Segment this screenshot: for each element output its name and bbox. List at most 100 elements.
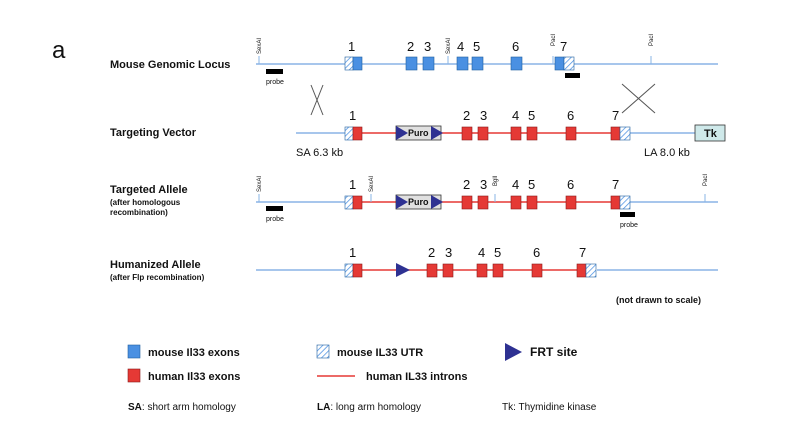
exon-number: 3	[480, 177, 487, 192]
human-exon-box	[352, 263, 363, 278]
exon-number: 3	[424, 39, 431, 54]
panel-letter: a	[52, 37, 66, 64]
crossover-line	[310, 84, 324, 116]
frt-site-icon	[396, 263, 410, 277]
human-exon-box	[526, 195, 538, 210]
exon-number: 2	[463, 177, 470, 192]
exon-number: 1	[349, 177, 356, 192]
humanized-subtitle: (after Flp recombination)	[110, 273, 205, 282]
exon-number: 7	[579, 245, 586, 260]
legend-mouse-exons: mouse Il33 exons	[148, 347, 240, 359]
exon-number: 5	[494, 245, 501, 260]
probe-bar	[620, 212, 635, 217]
frt-site-icon	[431, 195, 443, 209]
utr-box	[344, 56, 354, 71]
utr-box	[619, 126, 631, 141]
utr-box	[344, 263, 354, 278]
exon-number: 4	[478, 245, 485, 260]
legend-frt: FRT site	[530, 345, 578, 359]
exon-number: 3	[480, 108, 487, 123]
exon-number: 6	[533, 245, 540, 260]
targeted-subtitle-2: recombination)	[110, 208, 168, 217]
exon-number: 7	[612, 108, 619, 123]
utr-box	[344, 195, 354, 210]
frt-site-icon	[396, 195, 408, 209]
mouse-exon-box	[510, 56, 523, 71]
utr-box	[619, 195, 631, 210]
human-exon-box	[610, 126, 621, 141]
probe-label: probe	[266, 79, 284, 86]
site-paci-2: PacI	[649, 34, 655, 46]
legend-mouse-utr: mouse IL33 UTR	[337, 347, 423, 359]
human-exon-box	[461, 126, 473, 141]
tk-label: Tk	[704, 128, 718, 140]
legend-frt-icon	[505, 343, 522, 361]
legend-human-introns: human IL33 introns	[366, 371, 467, 383]
mouse-exon-box	[554, 56, 565, 71]
frt-site-icon	[396, 126, 408, 140]
exon-number: 2	[463, 108, 470, 123]
crossover-line	[621, 83, 656, 114]
legend-human-exon-swatch	[127, 368, 141, 383]
human-exon-box	[531, 263, 543, 278]
exon-number: 2	[428, 245, 435, 260]
probe-bar	[266, 206, 283, 211]
puro-label: Puro	[408, 128, 429, 138]
vector-title: Targeting Vector	[110, 127, 197, 139]
exon-number: 1	[348, 39, 355, 54]
exon-number: 2	[407, 39, 414, 54]
exon-number: 5	[528, 177, 535, 192]
legend-human-exons: human Il33 exons	[148, 371, 240, 383]
puro-label: Puro	[408, 197, 429, 207]
legend-utr-swatch	[316, 344, 330, 359]
tk-cassette	[694, 124, 726, 142]
probe-label: probe	[266, 216, 284, 223]
exon-number: 5	[528, 108, 535, 123]
mouse-exon-box	[471, 56, 484, 71]
utr-box	[585, 263, 597, 278]
human-exon-box	[610, 195, 621, 210]
human-exon-box	[352, 195, 363, 210]
human-exon-box	[461, 195, 473, 210]
human-exon-box	[510, 126, 522, 141]
human-exon-box	[477, 195, 489, 210]
site-sexai-2: SexAI	[446, 38, 452, 54]
exon-number: 6	[512, 39, 519, 54]
human-exon-box	[565, 195, 577, 210]
locus-title: Mouse Genomic Locus	[110, 59, 230, 71]
frt-site-icon	[431, 126, 443, 140]
site-paci: PacI	[703, 174, 709, 186]
exon-number: 5	[473, 39, 480, 54]
la-length: LA 8.0 kb	[644, 147, 690, 159]
site-sexai-1: SexAI	[257, 38, 263, 54]
site-sexai-1: SexAI	[257, 176, 263, 192]
site-bgli: BglI	[493, 175, 499, 186]
exon-number: 4	[512, 177, 519, 192]
exon-number: 1	[349, 108, 356, 123]
legend-tk: Tk: Thymidine kinase	[502, 402, 597, 413]
exon-number: 6	[567, 177, 574, 192]
human-exon-box	[526, 126, 538, 141]
probe-bar	[266, 69, 283, 74]
targeted-subtitle-1: (after homologous	[110, 198, 181, 207]
exon-number: 7	[612, 177, 619, 192]
legend-mouse-exon-swatch	[127, 344, 141, 359]
targeted-title: Targeted Allele	[110, 184, 188, 196]
site-sexai-2: SexAI	[369, 176, 375, 192]
probe-label: probe	[620, 222, 638, 229]
human-exon-box	[477, 126, 489, 141]
legend-la: LA: long arm homology	[317, 402, 421, 413]
exon-number: 7	[560, 39, 567, 54]
utr-box	[344, 126, 354, 141]
human-exon-box	[565, 126, 577, 141]
human-exon-box	[352, 126, 363, 141]
humanized-title: Humanized Allele	[110, 259, 201, 271]
utr-box	[563, 56, 575, 71]
exon-number: 6	[567, 108, 574, 123]
exon-number: 4	[457, 39, 464, 54]
human-exon-box	[426, 263, 438, 278]
mouse-exon-box	[405, 56, 418, 71]
human-exon-box	[442, 263, 454, 278]
human-exon-box	[476, 263, 488, 278]
